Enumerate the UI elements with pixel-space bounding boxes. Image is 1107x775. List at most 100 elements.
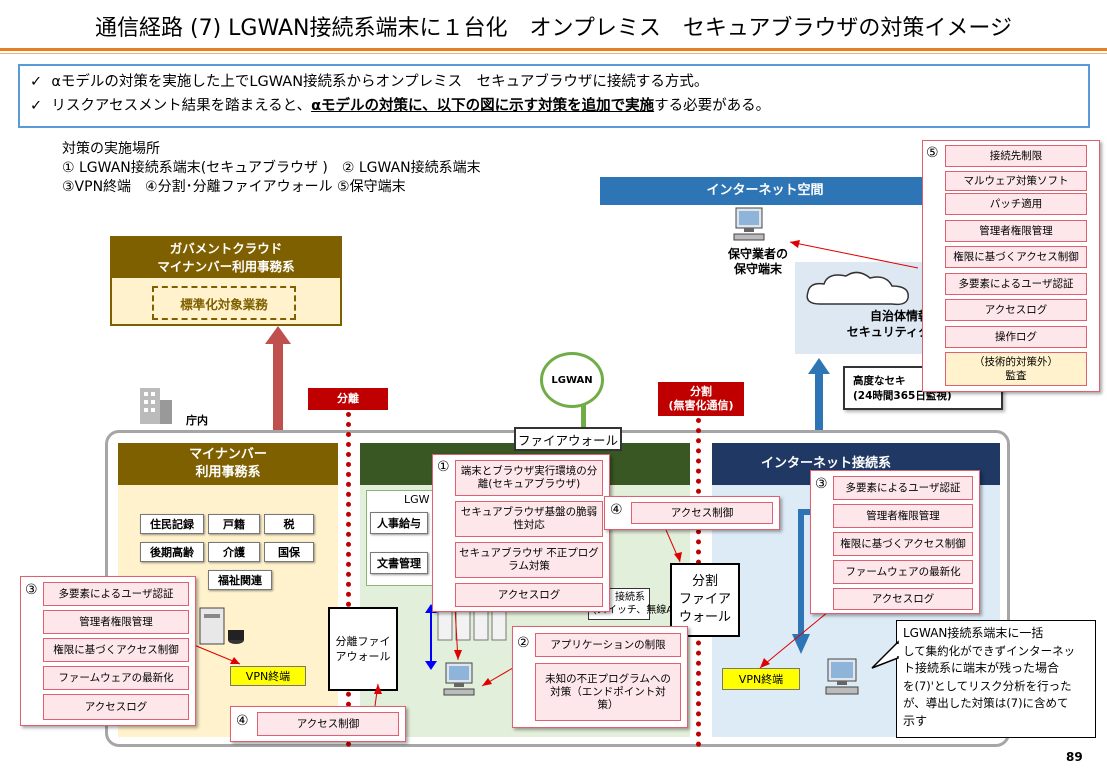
panel-1-item-2: セキュアブラウザ基盤の脆弱性対応 <box>455 501 603 537</box>
separation-line <box>346 412 351 747</box>
server-icon <box>199 607 244 645</box>
split-fw-line-1: 分割 <box>691 574 718 589</box>
split-tag: 分割 (無害化通信) <box>658 382 744 416</box>
panel-4-mid-number: ④ <box>610 502 623 518</box>
internet-pc-icon <box>825 658 859 695</box>
panel-5-item-8: 操作ログ <box>945 326 1087 348</box>
gov-cloud-title-1: ガバメントクラウド <box>169 241 283 256</box>
panel-3-left: ③ 多要素によるユーザ認証 管理者権限管理 権限に基づくアクセス制御 ファームウ… <box>20 576 196 726</box>
panel-5-item-2: マルウェア対策ソフト <box>945 171 1087 191</box>
panel-3-left-item-4: ファームウェアの最新化 <box>43 666 189 690</box>
summary-line-2-post: する必要がある。 <box>654 98 771 114</box>
panel-1-item-4: アクセスログ <box>455 583 603 607</box>
standard-business: 標準化対象業務 <box>152 286 296 320</box>
panel-5-audit-line-1: （技術的対策外） <box>974 356 1058 368</box>
callout-line-3: ト接続系に端末が残った場合 <box>903 661 1060 675</box>
mynumber-title-1: マイナンバー <box>189 447 267 462</box>
panel-5-item-4: 管理者権限管理 <box>945 220 1087 242</box>
panel-3-left-item-3: 権限に基づくアクセス制御 <box>43 638 189 662</box>
panel-3-left-number: ③ <box>25 582 38 598</box>
mynumber-title-2: 利用事務系 <box>195 465 261 480</box>
page-title: 通信経路 (7) LGWAN接続系端末に１台化 オンプレミス セキュアブラウザの… <box>95 16 1012 41</box>
panel-3-left-item-2: 管理者権限管理 <box>43 610 189 634</box>
lgwan-stem <box>581 400 586 428</box>
maintenance-label-2: 保守端末 <box>733 262 782 276</box>
lgwan-zone-label: LGW <box>404 493 430 506</box>
locations-line-1: ① LGWAN接続系端末(セキュアブラウザ ) ② LGWAN接続系端末 <box>62 160 481 176</box>
split-tag-line-2: (無害化通信) <box>668 399 734 412</box>
separation-firewall: 分離ファイ アウォール <box>328 607 398 691</box>
mynumber-up-arrow <box>265 326 291 446</box>
panel-3-left-item-5: アクセスログ <box>43 694 189 720</box>
switch-ap-line-1: 接続系 <box>615 592 645 603</box>
maintenance-label-1: 保守業者の <box>727 247 788 261</box>
switch-ap-line-2: (スイッチ、無線AP) <box>593 605 684 616</box>
biz-juminkiroku: 住民記録 <box>140 514 204 534</box>
panel-4-mid-item: アクセス制御 <box>631 502 773 524</box>
split-fw-line-2: ファイア <box>678 592 731 607</box>
callout-line-1: LGWAN接続系端末に一括 <box>903 626 1044 640</box>
panel-1-item-3: セキュアブラウザ 不正プログラム対策 <box>455 542 603 578</box>
vpn-terminal-right: VPN終端 <box>722 668 800 690</box>
panel-3-right-item-2: 管理者権限管理 <box>833 504 973 528</box>
biz-kouki: 後期高齢 <box>140 542 204 562</box>
split-firewall: 分割 ファイア ウォール <box>670 563 740 637</box>
summary-line-2: ✓ リスクアセスメント結果を踏まえると、αモデルの対策に、以下の図に示す対策を追… <box>30 98 771 114</box>
biz-kokuho: 国保 <box>264 542 314 562</box>
maintenance-pc-icon <box>733 207 765 241</box>
summary-line-1-text: αモデルの対策を実施した上でLGWAN接続系からオンプレミス セキュアブラウザに… <box>51 74 709 90</box>
lgwan-pc-icon <box>443 662 475 696</box>
panel-1-number: ① <box>437 459 450 475</box>
gov-cloud-title-2: マイナンバー利用事務系 <box>157 259 295 274</box>
summary-line-1: ✓ αモデルの対策を実施した上でLGWAN接続系からオンプレミス セキュアブラウ… <box>30 74 709 90</box>
callout-line-5: が、導出した対策は(7)に含めて <box>903 696 1069 710</box>
soc-line-2: (24時間365日監視) <box>853 390 952 402</box>
panel-3-right-number: ③ <box>815 476 828 492</box>
summary-box: ✓ αモデルの対策を実施した上でLGWAN接続系からオンプレミス セキュアブラウ… <box>18 64 1090 128</box>
panel-5-audit-line-2: 監査 <box>1005 370 1027 382</box>
locations-heading: 対策の実施場所 <box>62 141 160 157</box>
panel-3-right-item-3: 権限に基づくアクセス制御 <box>833 532 973 556</box>
panel-5-item-3: パッチ適用 <box>945 193 1087 215</box>
mynumber-header: マイナンバー 利用事務系 <box>118 443 338 485</box>
panel-4-bottom: ④ アクセス制御 <box>230 706 406 742</box>
panel-2-number: ② <box>517 635 530 651</box>
panel-5-item-5: 権限に基づくアクセス制御 <box>945 246 1087 268</box>
internet-space-bar: インターネット空間 <box>600 177 930 205</box>
gov-cloud-box: ガバメントクラウド マイナンバー利用事務系 標準化対象業務 <box>110 236 342 326</box>
measure-locations: 対策の実施場所 ① LGWAN接続系端末(セキュアブラウザ ) ② LGWAN接… <box>62 140 481 197</box>
separation-fw-line-1: 分離ファイ <box>335 635 391 648</box>
gov-cloud-header: ガバメントクラウド マイナンバー利用事務系 <box>112 238 340 278</box>
locations-line-2: ③VPN終端 ④分割･分離ファイアウォール ⑤保守端末 <box>62 179 406 195</box>
internet-up-arrow <box>808 358 830 460</box>
office-building-icon <box>140 388 172 424</box>
title-rule-thin <box>0 53 1107 54</box>
panel-5-item-1: 接続先制限 <box>945 145 1087 167</box>
panel-5-item-7: アクセスログ <box>945 299 1087 321</box>
page-number: 89 <box>1066 750 1083 764</box>
security-cloud-label: 自治体情報 セキュリティク <box>840 308 930 340</box>
panel-2-item-1: アプリケーションの制限 <box>535 633 681 657</box>
panel-4-bottom-item: アクセス制御 <box>257 712 399 736</box>
panel-4-mid: ④ アクセス制御 <box>604 496 780 530</box>
firewall-box: ファイアウォール <box>514 427 622 451</box>
panel-3-right-item-1: 多要素によるユーザ認証 <box>833 476 973 500</box>
callout-box: LGWAN接続系端末に一括 して集約化ができずインターネッ ト接続系に端末が残っ… <box>896 620 1096 738</box>
split-fw-line-3: ウォール <box>678 610 731 625</box>
lgwan-circle: LGWAN <box>540 352 604 408</box>
summary-line-2-bold: αモデルの対策に、以下の図に示す対策を追加で実施 <box>311 98 655 114</box>
soc-line-1: 高度なセキ <box>853 375 906 387</box>
callout-line-2: して集約化ができずインターネッ <box>903 643 1076 658</box>
panel-4-bottom-number: ④ <box>236 713 249 729</box>
callout-line-6: 示す <box>903 713 928 728</box>
panel-3-right-item-5: アクセスログ <box>833 588 973 610</box>
cloud-icon <box>806 271 909 306</box>
biz-bunsho: 文書管理 <box>370 552 428 574</box>
biz-koseki: 戸籍 <box>208 514 260 534</box>
security-cloud-label-1: 自治体情報 <box>869 309 930 323</box>
biz-jinji: 人事給与 <box>370 512 428 534</box>
panel-5: ⑤ 接続先制限 マルウェア対策ソフト パッチ適用 管理者権限管理 権限に基づくア… <box>922 140 1100 392</box>
summary-line-2-pre: リスクアセスメント結果を踏まえると、 <box>51 98 312 114</box>
panel-3-right: ③ 多要素によるユーザ認証 管理者権限管理 権限に基づくアクセス制御 ファームウ… <box>810 470 980 614</box>
